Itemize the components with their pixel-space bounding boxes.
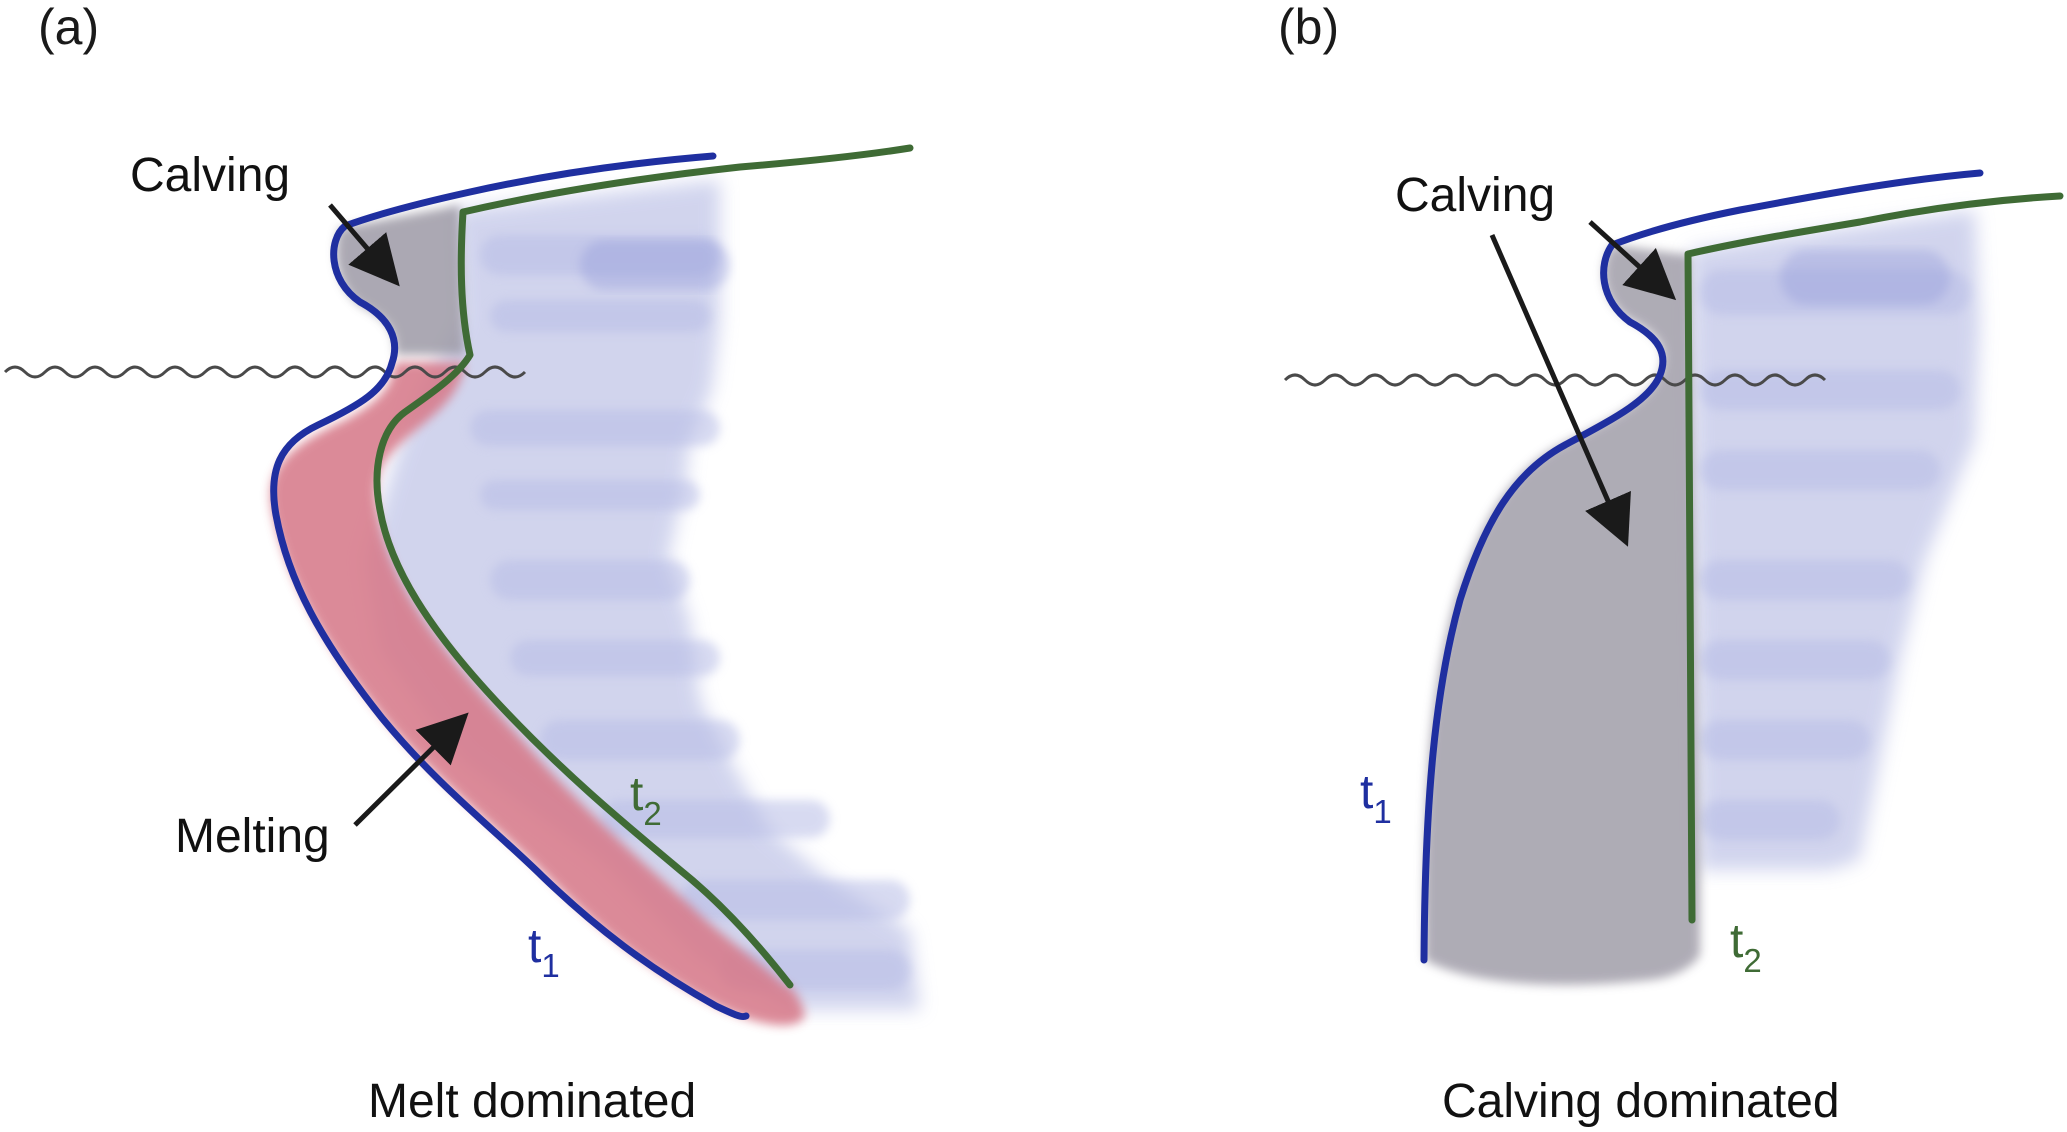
- panel-b-t2-label: t2: [1730, 915, 1762, 979]
- panel-b-t1-label: t1: [1360, 766, 1392, 830]
- panel-a: (a) Calving: [3, 0, 920, 1128]
- panel-b-tag: (b): [1278, 0, 1339, 55]
- panel-b-t1-front-line: [1420, 169, 1984, 964]
- arrow-icon: [1588, 220, 1677, 301]
- arrow-icon: [328, 203, 400, 287]
- panel-a-melt-region: [270, 362, 805, 1026]
- arrow-icon: [353, 712, 469, 827]
- panel-a-ice-dark-patch: [580, 240, 730, 290]
- panel-a-melting-label: Melting: [175, 810, 330, 863]
- panel-a-t1-label: t1: [528, 920, 560, 984]
- panel-b-calved-region: [1424, 245, 1700, 985]
- panel-a-t2-label: t2: [630, 768, 662, 832]
- panel-b-caption: Calving dominated: [1442, 1075, 1840, 1128]
- panel-b: (b) Calving t1: [1278, 0, 2064, 1128]
- arrow-icon: [1489, 234, 1631, 547]
- panel-a-t2-front-line: [373, 144, 914, 989]
- panel-a-tag: (a): [38, 0, 99, 55]
- panel-b-t2-front-line: [1684, 192, 2064, 924]
- panel-b-ice-dark-patch: [1780, 250, 1950, 305]
- panel-b-calving-label: Calving: [1395, 169, 1555, 222]
- panel-b-ice-strokes: [1700, 270, 1970, 840]
- panel-a-t1-front-line: [270, 152, 750, 1021]
- panel-a-caption: Melt dominated: [368, 1075, 696, 1128]
- panel-a-waterline: [3, 365, 527, 379]
- panel-a-ice-strokes: [470, 235, 910, 990]
- panel-a-calved-region: [336, 205, 465, 355]
- panel-a-calving-label: Calving: [130, 149, 290, 202]
